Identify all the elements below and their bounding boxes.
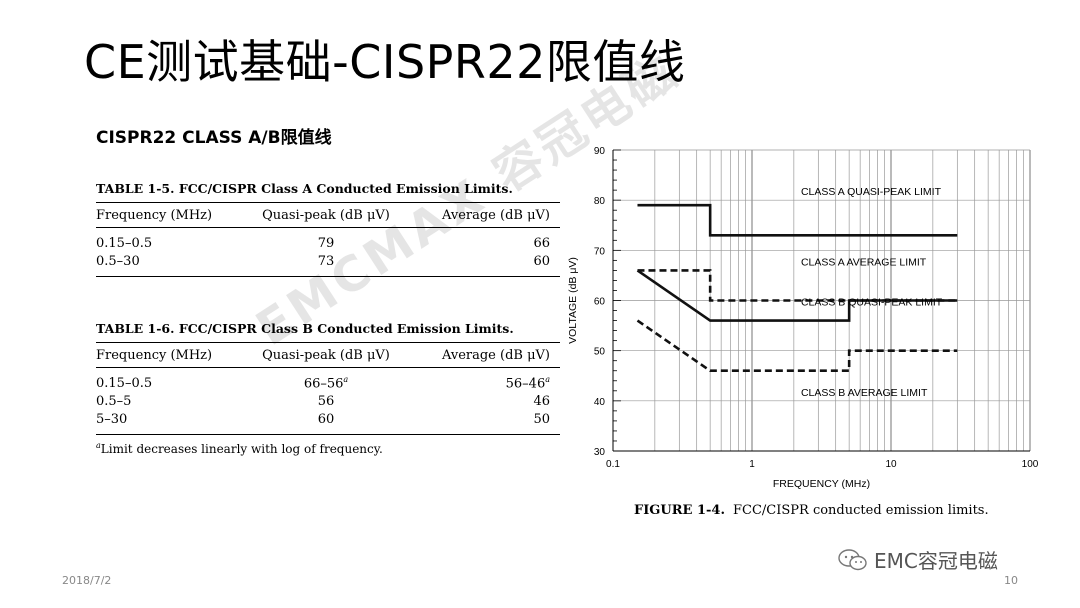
table-footnote: aLimit decreases linearly with log of fr… [96, 441, 383, 456]
slide-subtitle: CISPR22 CLASS A/B限值线 [96, 128, 332, 148]
table-cell: 60 [317, 411, 335, 427]
y-tick-label: 80 [594, 196, 606, 207]
table-row: 0.15–0.5 66–56a 56–46a [96, 374, 560, 392]
table-b-header-row: Frequency (MHz) Quasi-peak (dB μV) Avera… [96, 343, 560, 367]
table-cell: 56 [317, 393, 335, 409]
series-line-2 [637, 269, 958, 302]
table-b-header: Average (dB μV) [442, 347, 550, 363]
y-tick-label: 70 [594, 246, 606, 257]
table-cell: 56–46a [505, 374, 550, 392]
table-cell: 46 [533, 393, 550, 409]
y-tick-label: 60 [594, 297, 606, 308]
table-cell: 66–56a [303, 374, 349, 392]
x-tick-label: 1 [749, 459, 755, 470]
slide-title: CE测试基础-CISPR22限值线 [84, 35, 686, 89]
series-label: CLASS B QUASI-PEAK LIMIT [801, 297, 943, 309]
footnote-marker: a [343, 374, 349, 384]
y-tick-label: 50 [594, 347, 606, 358]
table-b-header: Quasi-peak (dB μV) [262, 347, 390, 363]
series-line-1 [637, 203, 958, 237]
figure-caption: FIGURE 1-4.FCC/CISPR conducted emission … [634, 503, 989, 518]
table-cell: 0.15–0.5 [96, 235, 153, 251]
y-axis-label: VOLTAGE (dB μV) [567, 257, 579, 344]
table-cell: 0.5–30 [96, 253, 140, 269]
y-tick-label: 40 [594, 397, 606, 408]
series-line-3 [636, 269, 958, 322]
table-row: 0.5–30 73 60 [96, 252, 560, 270]
table-row: 5–30 60 50 [96, 410, 560, 428]
table-cell: 0.15–0.5 [96, 375, 153, 391]
table-cell: 0.5–5 [96, 393, 132, 409]
slide-date: 2018/7/2 [62, 574, 112, 587]
series-label: CLASS B AVERAGE LIMIT [801, 387, 928, 399]
table-class-b: TABLE 1-6. FCC/CISPR Class B Conducted E… [96, 321, 560, 456]
table-a-header: Quasi-peak (dB μV) [262, 207, 390, 223]
table-class-a: TABLE 1-5. FCC/CISPR Class A Conducted E… [96, 181, 560, 277]
table-cell: 79 [317, 235, 335, 251]
table-row: 0.5–5 56 46 [96, 392, 560, 410]
table-cell: 66 [533, 235, 550, 251]
table-row: 0.15–0.5 79 66 [96, 234, 560, 252]
page-number: 10 [1004, 574, 1018, 587]
table-b-caption: TABLE 1-6. FCC/CISPR Class B Conducted E… [96, 321, 514, 336]
x-tick-label: 100 [1022, 459, 1039, 470]
series-label: CLASS A AVERAGE LIMIT [801, 256, 927, 268]
table-b-header: Frequency (MHz) [96, 347, 213, 363]
table-a-header: Average (dB μV) [442, 207, 550, 223]
series-line-4 [636, 319, 958, 373]
table-a-caption: TABLE 1-5. FCC/CISPR Class A Conducted E… [96, 181, 513, 196]
table-a-header-row: Frequency (MHz) Quasi-peak (dB μV) Avera… [96, 203, 560, 227]
table-a-header: Frequency (MHz) [96, 207, 213, 223]
wechat-icon [838, 548, 867, 570]
footnote-marker: a [545, 374, 550, 384]
y-tick-label: 30 [594, 447, 606, 458]
y-tick-label: 90 [594, 146, 606, 157]
table-cell: 5–30 [96, 411, 128, 427]
series-label: CLASS A QUASI-PEAK LIMIT [801, 186, 942, 198]
table-cell: 60 [533, 253, 550, 269]
x-tick-label: 0.1 [606, 459, 620, 470]
brand-label: EMC容冠电磁 [838, 545, 998, 574]
x-tick-label: 10 [885, 459, 897, 470]
table-cell: 73 [317, 253, 335, 269]
x-axis-label: FREQUENCY (MHz) [773, 478, 870, 490]
table-cell: 50 [533, 411, 550, 427]
